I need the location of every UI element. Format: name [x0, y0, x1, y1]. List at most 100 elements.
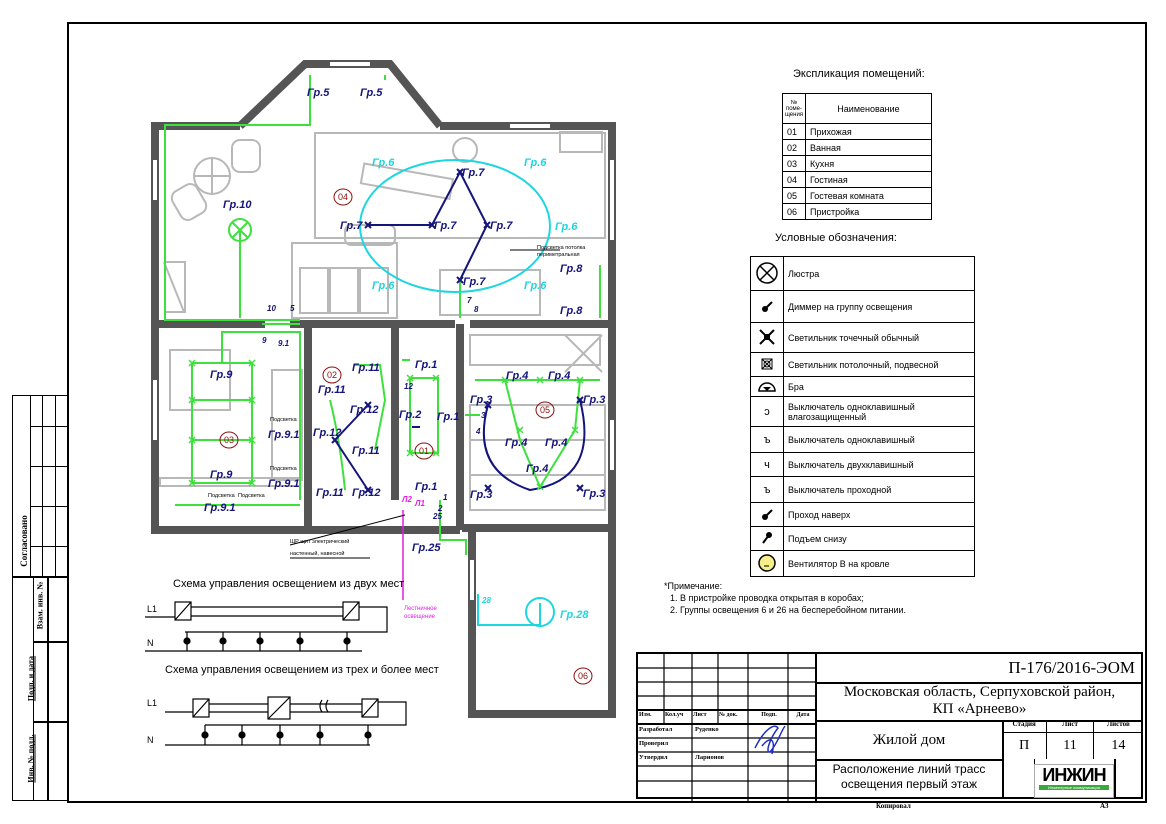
- group-label: Гр.1: [437, 411, 459, 423]
- group-label: Гр.7: [490, 220, 513, 232]
- group-label: Гр.6: [524, 280, 547, 292]
- group-label: Гр.6: [555, 221, 578, 233]
- room-number-06: 06: [578, 671, 588, 681]
- group-label: Гр.3: [583, 488, 605, 500]
- col-date: Дата: [796, 712, 810, 718]
- group-label: Гр.4: [506, 370, 528, 382]
- group-label: Гр.12: [352, 487, 381, 499]
- sheets-value: 14: [1111, 738, 1126, 753]
- room-number-02: 02: [327, 370, 337, 380]
- switch-number: 10: [267, 304, 276, 313]
- windows: [153, 62, 614, 600]
- col-change: Изм.: [639, 712, 652, 718]
- group-label: Гр.12: [313, 427, 342, 439]
- group-label: Гр.6: [524, 157, 547, 169]
- scheme-two-places-title: Схема управления освещением из двух мест: [173, 578, 405, 590]
- group-label: Гр.25: [412, 542, 441, 554]
- switch-passthrough-icon: ъ: [750, 476, 784, 503]
- switch-number: 5: [290, 304, 295, 313]
- scheme-l1-label: L1: [147, 698, 158, 708]
- group-label: Гр.5: [307, 87, 330, 99]
- format-label: А3: [1100, 802, 1109, 810]
- sheet-value: 11: [1047, 732, 1094, 759]
- col-count: Кол.уч: [665, 712, 684, 718]
- group-label: Гр.11: [316, 487, 344, 499]
- group-label: Гр.9.1: [204, 502, 236, 514]
- sconce-icon: [758, 381, 776, 392]
- riser-from-below-icon: [762, 531, 772, 544]
- company-logo: ИНЖИН Инженерные коммуникации: [1034, 764, 1114, 798]
- ceiling-backlight-note: периметральная: [537, 252, 580, 258]
- group-label: Гр.11: [352, 445, 380, 457]
- legend-title: Условные обозначения:: [775, 232, 897, 244]
- riser-up-icon: [762, 508, 773, 520]
- col-sign: Подп.: [761, 712, 777, 718]
- group-label: Гр.28: [560, 609, 589, 621]
- col-sheet: Лист: [693, 712, 707, 718]
- switch-number: 9.1: [278, 339, 290, 348]
- group-label: Гр.11: [352, 362, 380, 374]
- group-label: Гр.7: [434, 220, 457, 232]
- col-num-header: № поме- щения: [782, 93, 806, 124]
- group-label: Гр.4: [526, 463, 548, 475]
- chandelier-icon: [756, 261, 778, 284]
- drawing-frame: [67, 22, 1147, 803]
- panel-note: настенный, навесной: [290, 550, 344, 557]
- group-label: Гр.7: [462, 167, 485, 179]
- room-number-03: 03: [224, 435, 234, 445]
- scheme-n-label: N: [147, 735, 154, 745]
- checked-label: Проверил: [639, 740, 669, 747]
- room-labels: [219, 188, 593, 685]
- group-label: Гр.3: [470, 394, 492, 406]
- switch-number: 7: [467, 296, 472, 305]
- stage-label: Стадия: [1002, 720, 1048, 732]
- developed-label: Разработал: [639, 726, 673, 733]
- stage-value: П: [1002, 732, 1048, 759]
- group-label: Гр.10: [223, 199, 252, 211]
- switch-number: Л2: [401, 495, 412, 504]
- panel-note: ЩР щит электрический: [290, 538, 349, 545]
- notes-title: *Примечание:: [664, 581, 723, 591]
- switch-double-icon: ч: [750, 452, 784, 477]
- switch-waterproof-icon: ↄ: [750, 396, 784, 427]
- approved-name: Ларионов: [695, 754, 725, 761]
- room-number-04: 04: [338, 192, 348, 202]
- group-label: Гр.9: [210, 369, 233, 381]
- copied-label: Копировал: [876, 802, 911, 810]
- switch-number: 12: [404, 382, 413, 391]
- group-label: Гр.5: [360, 87, 383, 99]
- group-label: Гр.6: [372, 280, 395, 292]
- group-label: Гр.2: [399, 409, 421, 421]
- group-label: Гр.1: [415, 481, 437, 493]
- switch-number: 3: [481, 411, 486, 420]
- scheme-l1-label: L1: [147, 604, 158, 614]
- group-label: Гр.4: [505, 437, 527, 449]
- group-label: Гр.4: [545, 437, 567, 449]
- group-label: Гр.8: [560, 305, 583, 317]
- backlight-note: Подсветка: [238, 493, 266, 499]
- switch-number: 8: [474, 305, 479, 314]
- switch-number: Л1: [414, 499, 425, 508]
- lines-cyan: [359, 159, 555, 627]
- switch-number: 4: [475, 427, 481, 436]
- object-name: Жилой дом: [872, 732, 946, 748]
- spot-markers: [331, 168, 584, 494]
- backlight-note: Подсветка: [270, 466, 298, 472]
- signature: [754, 725, 786, 755]
- col-doc: № док.: [719, 712, 738, 718]
- backlight-note: Подсветка: [270, 417, 298, 423]
- roof-fan-icon: [758, 553, 776, 572]
- ceiling-light-icon: [761, 358, 773, 369]
- switch-number: 28: [481, 596, 491, 605]
- room-number-01: 01: [419, 446, 429, 456]
- dimmer-icon: [762, 300, 773, 312]
- note-item: 2. Группы освещения 6 и 26 на бесперебой…: [670, 605, 907, 615]
- switch-number: 25: [432, 512, 442, 521]
- group-label: Гр.4: [548, 370, 570, 382]
- room-number-05: 05: [540, 405, 550, 415]
